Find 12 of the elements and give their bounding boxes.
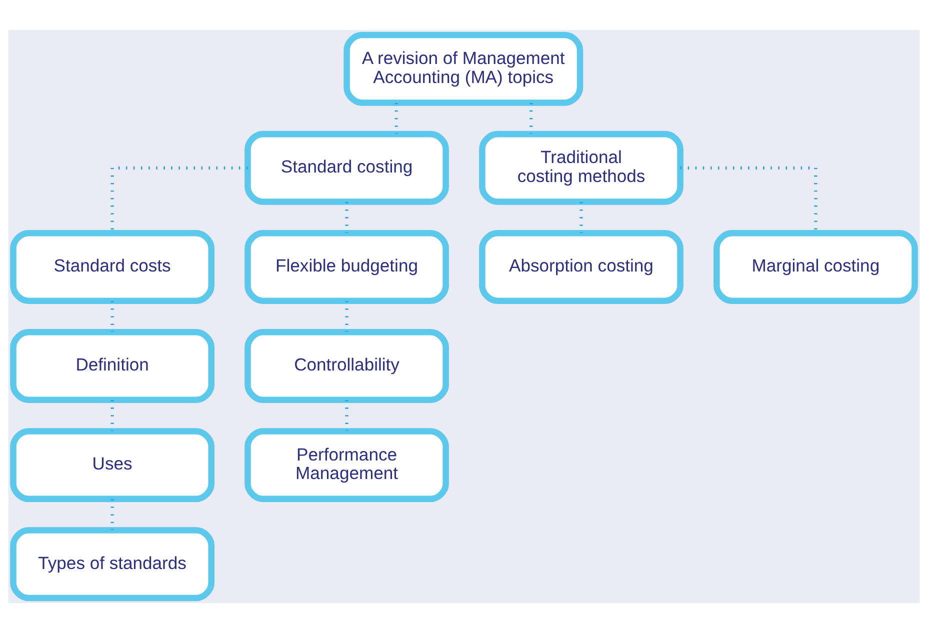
node-box: Marginal costing [714, 230, 918, 304]
node-box: Traditional costing methods [479, 130, 684, 205]
node-box: Performance Management [244, 428, 449, 502]
node-box: A revision of Management Accounting (MA) topics [344, 32, 584, 106]
node-box: Absorption costing [479, 230, 684, 304]
node-box: Standard costs [10, 230, 214, 304]
node-box: Flexible budgeting [244, 230, 449, 304]
node-box: Standard costing [244, 130, 449, 205]
node-box: Controllability [244, 329, 449, 404]
node-box: Uses [10, 428, 214, 502]
node-box: Definition [10, 329, 214, 404]
node-box: Types of standards [10, 527, 214, 602]
